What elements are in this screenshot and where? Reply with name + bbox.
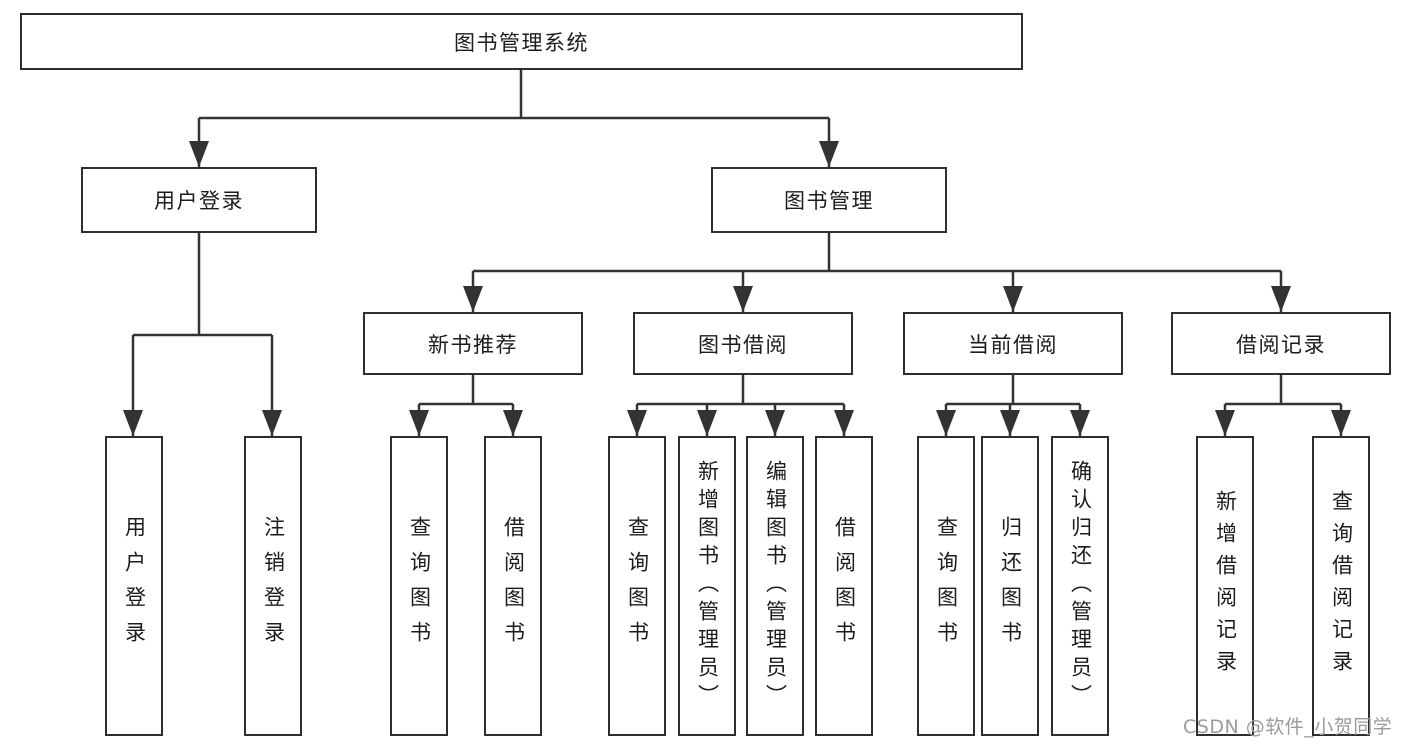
node-user-login: 用户登录 (81, 167, 317, 233)
csdn-watermark: CSDN @软件_小贺同学 (1183, 716, 1393, 738)
node-book-management-label: 图书管理 (784, 189, 874, 213)
leaf-borrow-query-books: 查询图书 (608, 436, 666, 736)
leaf-current-return-books-label: 归还图书 (998, 516, 1023, 656)
connector-bus-lines (133, 70, 1341, 406)
node-current-borrow: 当前借阅 (903, 312, 1123, 375)
node-user-login-label: 用户登录 (154, 189, 244, 213)
leaf-borrow-add-books-admin-label: 新增图书（管理员） (695, 460, 720, 712)
leaf-borrow-borrow-books: 借阅图书 (815, 436, 873, 736)
node-root-label: 图书管理系统 (454, 30, 589, 55)
node-current-borrow-label: 当前借阅 (968, 332, 1058, 357)
node-root: 图书管理系统 (20, 13, 1023, 70)
leaf-logout-login: 注销登录 (244, 436, 302, 736)
leaf-recommend-query-books-label: 查询图书 (407, 516, 432, 656)
leaf-borrow-add-books-admin: 新增图书（管理员） (678, 436, 736, 736)
node-borrow-records-label: 借阅记录 (1236, 332, 1326, 357)
leaf-recommend-borrow-books: 借阅图书 (484, 436, 542, 736)
leaf-recommend-query-books: 查询图书 (390, 436, 448, 736)
leaf-borrow-edit-books-admin: 编辑图书（管理员） (746, 436, 804, 736)
leaf-user-login: 用户登录 (105, 436, 163, 736)
node-book-management: 图书管理 (711, 167, 947, 233)
leaf-current-return-books: 归还图书 (981, 436, 1039, 736)
leaf-recommend-borrow-books-label: 借阅图书 (501, 516, 526, 656)
leaf-records-add-record-label: 新增借阅记录 (1213, 490, 1238, 682)
leaf-borrow-edit-books-admin-label: 编辑图书（管理员） (763, 460, 788, 712)
node-new-book-recommend: 新书推荐 (363, 312, 583, 375)
leaf-user-login-label: 用户登录 (122, 516, 147, 656)
leaf-current-confirm-return-admin-label: 确认归还（管理员） (1068, 460, 1093, 712)
leaf-current-query-books-label: 查询图书 (934, 516, 959, 656)
leaf-current-confirm-return-admin: 确认归还（管理员） (1051, 436, 1109, 736)
leaf-current-query-books: 查询图书 (917, 436, 975, 736)
leaf-borrow-query-books-label: 查询图书 (625, 516, 650, 656)
node-book-borrow: 图书借阅 (633, 312, 853, 375)
node-borrow-records: 借阅记录 (1171, 312, 1391, 375)
node-new-book-recommend-label: 新书推荐 (428, 332, 518, 357)
node-book-borrow-label: 图书借阅 (698, 332, 788, 357)
leaf-records-add-record: 新增借阅记录 (1196, 436, 1254, 736)
leaf-logout-login-label: 注销登录 (261, 516, 286, 656)
leaf-borrow-borrow-books-label: 借阅图书 (832, 516, 857, 656)
leaf-records-query-record-label: 查询借阅记录 (1329, 490, 1354, 682)
leaf-records-query-record: 查询借阅记录 (1312, 436, 1370, 736)
